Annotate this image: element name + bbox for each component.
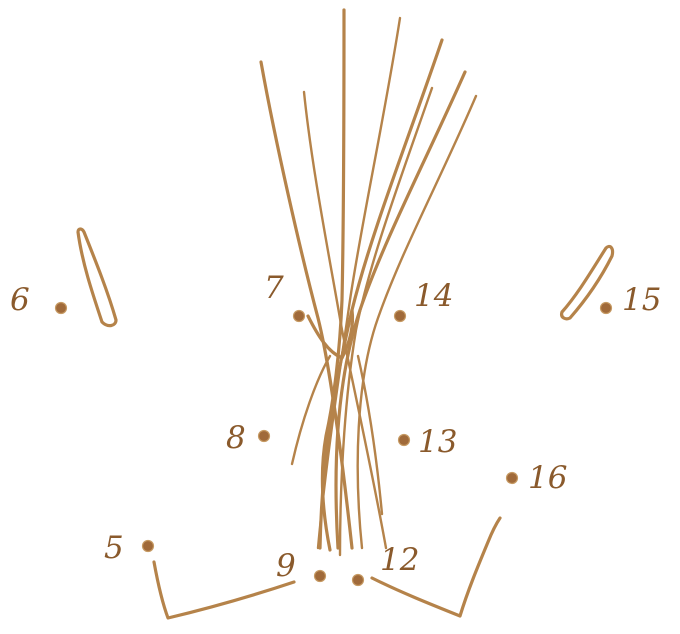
sheaf-stroke-8 xyxy=(358,96,476,548)
point-dot-6 xyxy=(56,303,67,314)
point-label-6: 6 xyxy=(10,282,30,318)
point-label-15: 15 xyxy=(622,282,661,318)
point-dot-5 xyxy=(143,541,154,552)
point-label-12: 12 xyxy=(380,542,419,578)
point-label-7: 7 xyxy=(264,270,284,306)
base-line-left xyxy=(154,562,294,618)
point-dot-12 xyxy=(353,575,364,586)
point-dot-14 xyxy=(395,311,406,322)
point-dot-8 xyxy=(259,431,270,442)
point-dot-16 xyxy=(507,473,518,484)
left-leaf-shape xyxy=(78,229,116,326)
sheaf-stroke-10 xyxy=(358,356,382,514)
point-dot-15 xyxy=(601,303,612,314)
point-label-14: 14 xyxy=(414,278,453,314)
point-label-8: 8 xyxy=(226,420,246,456)
point-dot-7 xyxy=(294,311,305,322)
point-label-16: 16 xyxy=(528,460,567,496)
point-label-5: 5 xyxy=(104,530,124,566)
point-dot-13 xyxy=(399,435,410,446)
point-label-13: 13 xyxy=(418,424,457,460)
point-label-9: 9 xyxy=(276,548,296,584)
point-dot-9 xyxy=(315,571,326,582)
